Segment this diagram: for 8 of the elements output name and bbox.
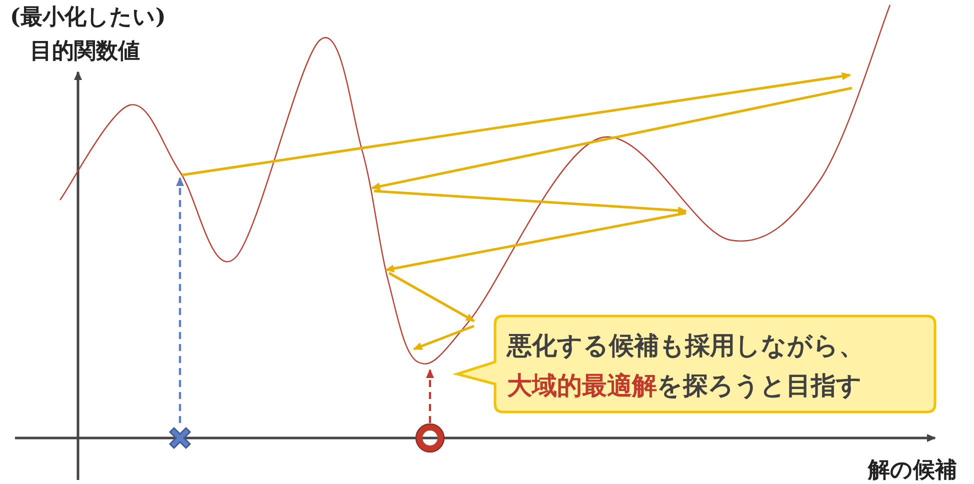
axis-label: 解の候補 <box>868 456 957 484</box>
axis-label: 目的関数値 <box>30 37 140 66</box>
axis-label: (最小化したい) <box>10 3 166 32</box>
dashed-arrow <box>176 177 184 423</box>
dashed-arrow <box>426 369 434 423</box>
callout-text: 悪化する候補も採用しながら、大域的最適解を探ろうと目指す <box>507 330 865 402</box>
circle-mark <box>415 423 445 453</box>
speech-bubble <box>455 312 937 414</box>
